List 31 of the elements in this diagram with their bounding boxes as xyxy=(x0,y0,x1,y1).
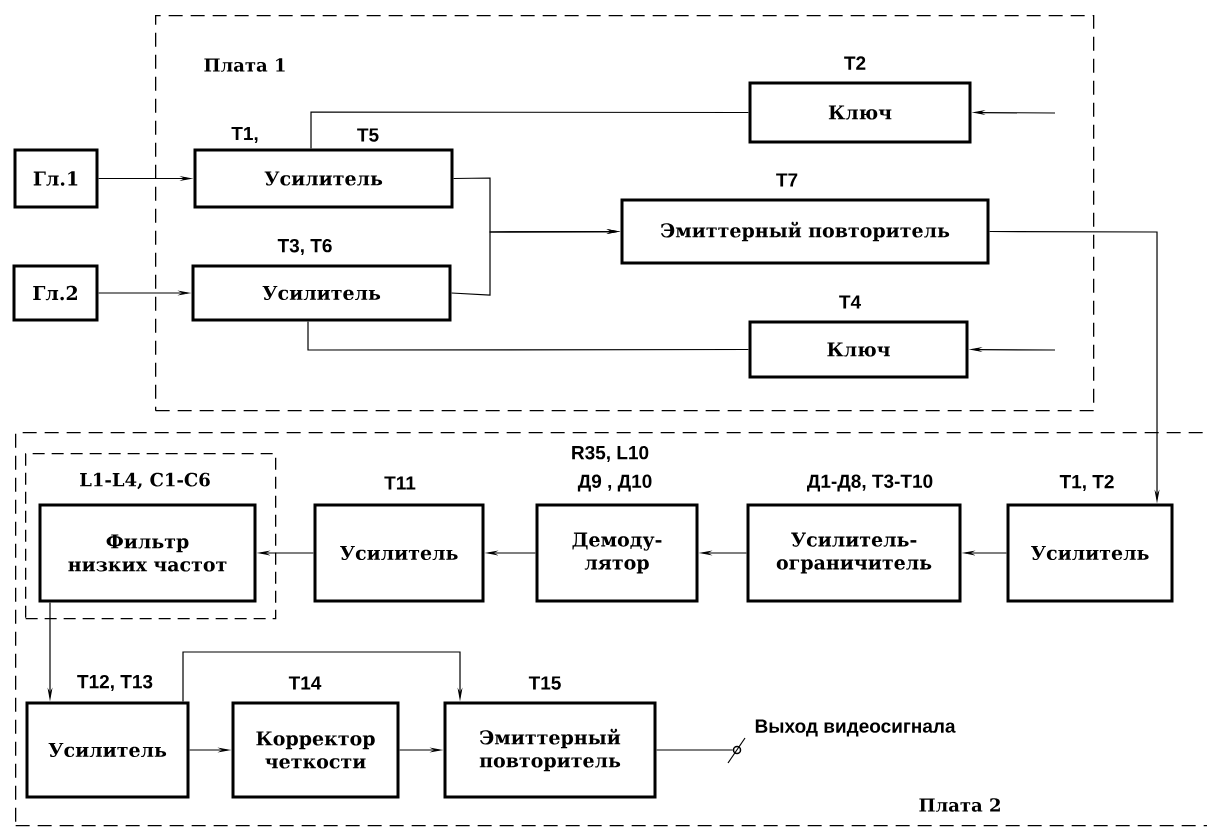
component-label: T1, T2 xyxy=(1059,474,1114,492)
component-label: T15 xyxy=(528,676,561,690)
block-box: Фильтр низких частот xyxy=(38,503,257,603)
block-box: Усилитель xyxy=(25,701,190,799)
block-box: Эмиттерный повторитель xyxy=(620,198,990,265)
block-box: Корректор четкости xyxy=(231,701,400,799)
block-box: Ключ xyxy=(748,320,969,379)
block-box: Усилитель xyxy=(1006,503,1174,603)
component-label: T3, T6 xyxy=(277,238,332,256)
component-label: T14 xyxy=(288,676,322,690)
block-box: Усилитель xyxy=(193,148,454,209)
arrow xyxy=(182,651,463,703)
component-label: Д1-Д8, T3-T10 xyxy=(807,474,933,492)
component-label: Д9 , Д10 xyxy=(577,474,652,492)
block-box: Гл.2 xyxy=(12,264,99,322)
component-label: Выход видеосигнала xyxy=(755,719,956,737)
block-box: Усилитель xyxy=(313,503,485,603)
block-box: Гл.1 xyxy=(13,148,99,209)
component-label: T2 xyxy=(844,56,866,70)
block-box: Ключ xyxy=(748,81,972,144)
component-label: T11 xyxy=(384,476,416,490)
component-label: T1, xyxy=(231,127,258,143)
component-label: T12, T13 xyxy=(77,674,153,692)
component-label: T5 xyxy=(357,128,379,142)
block-box: Усилитель-ограничитель xyxy=(746,503,962,603)
block-box: Демоду- лятор xyxy=(535,503,699,603)
component-label: R35, L10 xyxy=(572,445,649,463)
component-label: T4 xyxy=(839,295,861,309)
block-box: Усилитель xyxy=(191,264,452,322)
block-box: Эмиттерный повторитель xyxy=(443,701,657,799)
component-label: T7 xyxy=(776,173,798,187)
